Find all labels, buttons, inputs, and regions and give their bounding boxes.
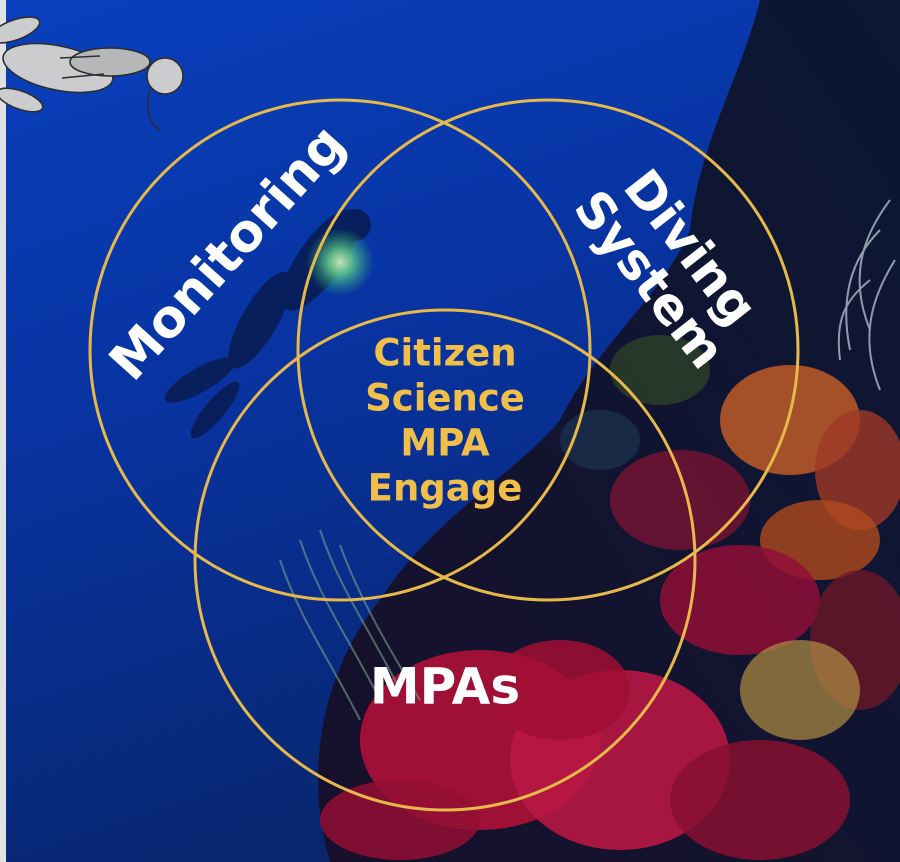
scuba-diver-sketch-icon	[0, 16, 184, 131]
center-line-engage: Engage	[368, 467, 523, 510]
white-left-edge	[0, 0, 6, 862]
dive-torch-glow	[306, 228, 374, 296]
center-line-mpa: MPA	[400, 422, 490, 465]
center-line-science: Science	[365, 377, 525, 420]
venn-circle-diving-system	[296, 98, 800, 602]
venn-circle-monitoring	[88, 98, 592, 602]
sea-fans	[837, 199, 896, 391]
green-sea-whips	[279, 529, 421, 721]
venn-circles	[88, 98, 800, 812]
venn-circle-mpas	[193, 308, 697, 812]
label-mpas: MPAs	[370, 658, 520, 716]
coral-clusters	[320, 335, 900, 860]
center-label: Citizen Science MPA Engage	[365, 332, 525, 510]
center-line-citizen: Citizen	[373, 332, 516, 375]
